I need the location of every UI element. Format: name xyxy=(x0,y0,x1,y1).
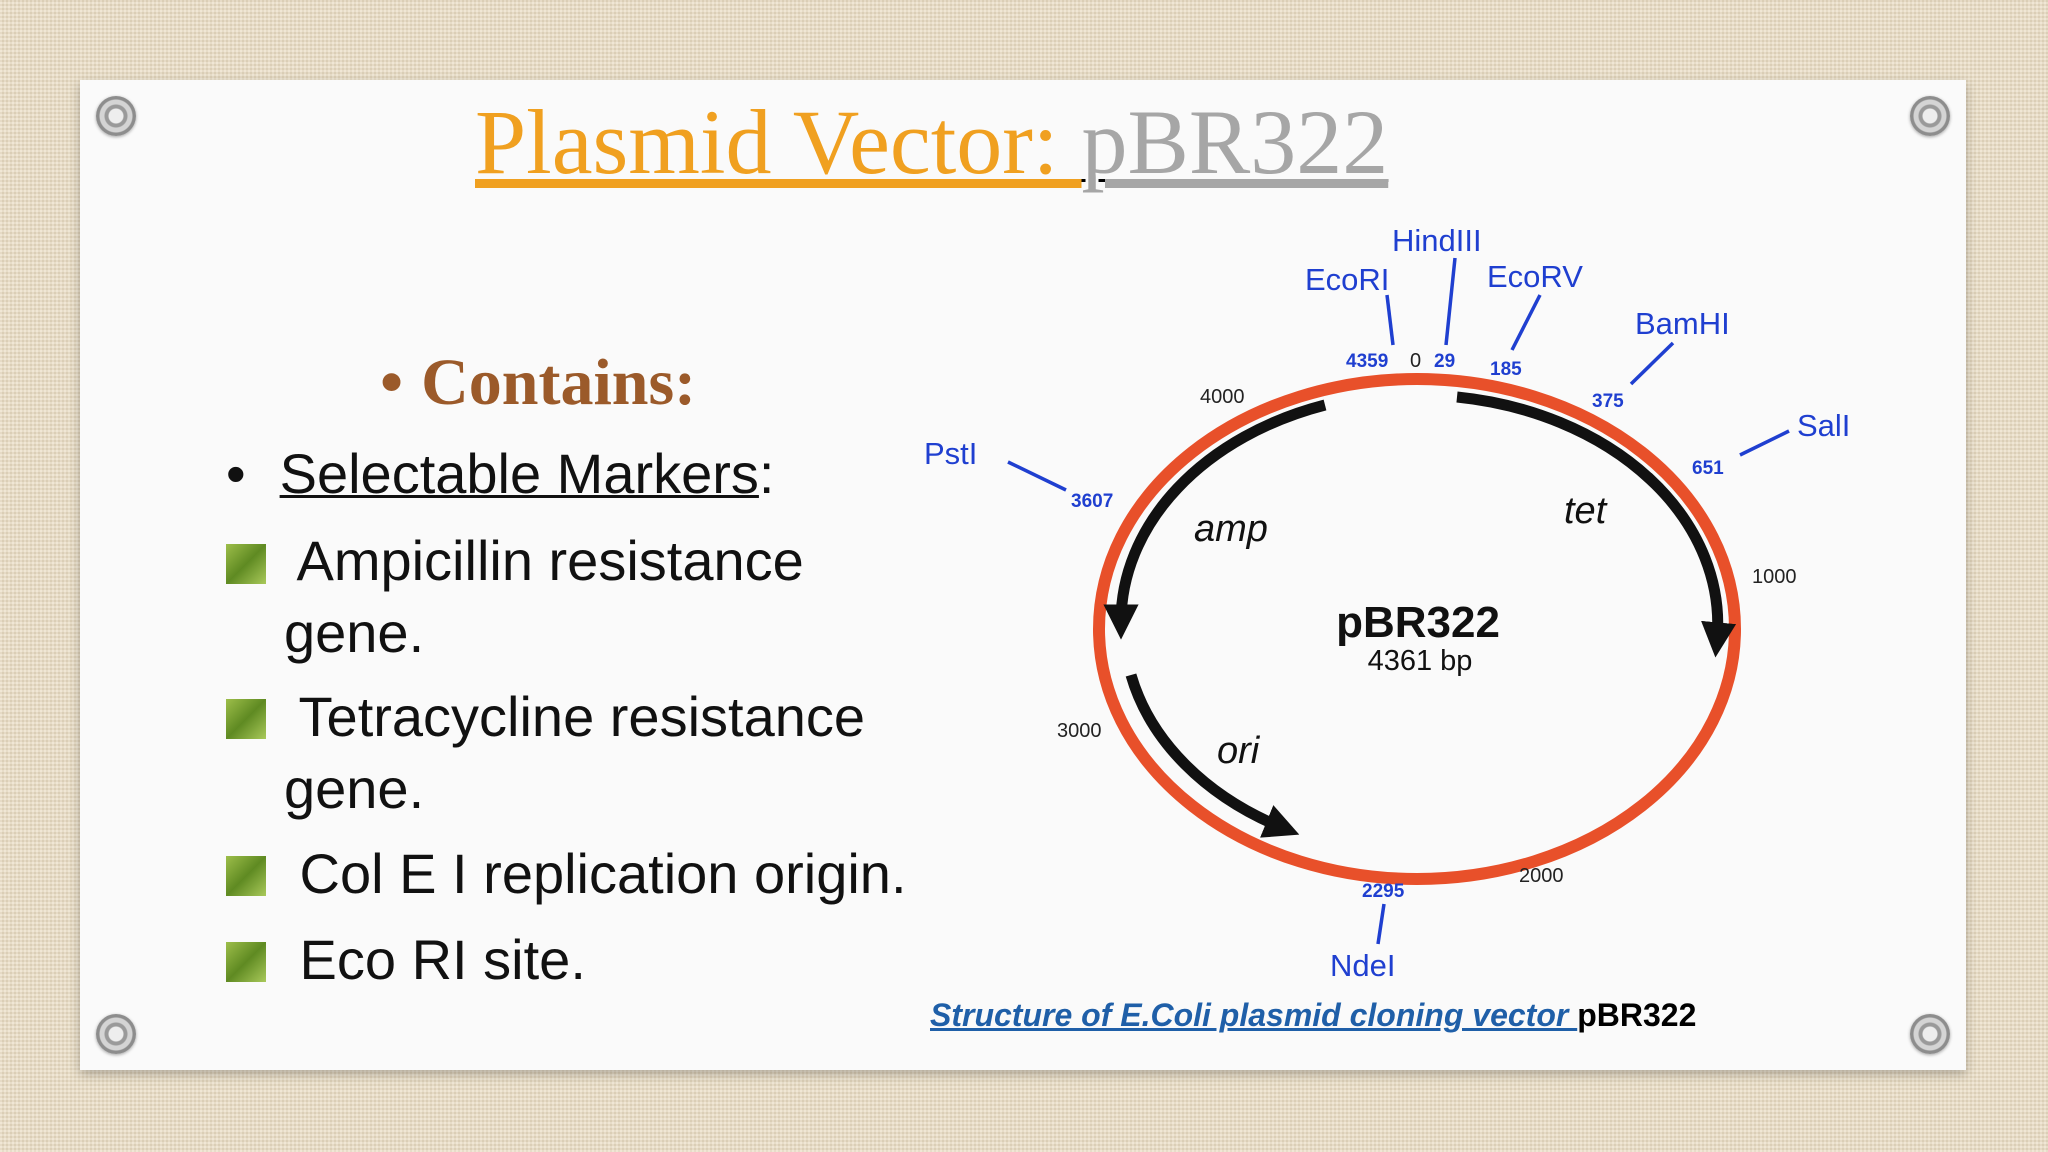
square-bullet-icon xyxy=(226,942,266,982)
selectable-markers-colon: : xyxy=(758,442,775,505)
site-pos-ndei: 2295 xyxy=(1362,881,1405,902)
screw-top-left-icon xyxy=(96,96,136,136)
selectable-markers-label: Selectable Markers xyxy=(279,442,759,505)
site-pos-hindiii: 29 xyxy=(1434,351,1455,372)
amp-arrow xyxy=(1103,399,1327,640)
site-label-psti: PstI xyxy=(924,436,977,471)
gene-label-tet: tet xyxy=(1564,490,1608,532)
square-bullet-icon xyxy=(226,699,266,739)
tick-3000: 3000 xyxy=(1057,720,1102,742)
site-label-ecorv: EcoRV xyxy=(1487,259,1583,294)
caption-link[interactable]: Structure of E.Coli plasmid cloning vect… xyxy=(930,997,1578,1033)
tick-labels: 0 1000 2000 3000 4000 xyxy=(1057,350,1797,887)
caption-vector-name: pBR322 xyxy=(1577,997,1697,1033)
plasmid-name: pBR322 xyxy=(1336,598,1500,647)
tick-0: 0 xyxy=(1410,350,1421,372)
screw-bottom-left-icon xyxy=(96,1014,136,1054)
list-item-continuation: gene. xyxy=(284,757,425,820)
site-label-hindiii: HindIII xyxy=(1392,223,1482,258)
site-labels: EcoRI HindIII EcoRV BamHI SalI PstI NdeI xyxy=(924,223,1850,983)
tick-1000: 1000 xyxy=(1752,566,1797,588)
gene-label-amp: amp xyxy=(1194,508,1268,550)
heading-bullet: • xyxy=(380,346,404,419)
tick-2000: 2000 xyxy=(1519,865,1564,887)
list-item: Ampicillin resistance xyxy=(284,529,804,592)
site-label-ecori: EcoRI xyxy=(1305,262,1389,297)
tick-4000: 4000 xyxy=(1200,386,1245,408)
figure-caption: Structure of E.Coli plasmid cloning vect… xyxy=(930,995,1696,1035)
list-item: Col E I replication origin. xyxy=(284,842,907,905)
site-pos-ecori: 4359 xyxy=(1346,351,1388,372)
screw-top-right-icon xyxy=(1910,96,1950,136)
plasmid-map: EcoRI HindIII EcoRV BamHI SalI PstI NdeI… xyxy=(924,223,1850,983)
plasmid-size: 4361 bp xyxy=(1368,645,1473,677)
site-label-sali: SalI xyxy=(1797,408,1850,443)
selectable-markers-line: • Selectable Markers: xyxy=(226,438,774,510)
contains-heading: •Contains: xyxy=(380,345,696,421)
tet-arrow xyxy=(1456,391,1737,658)
gene-label-ori: ori xyxy=(1217,730,1261,772)
square-bullet-icon xyxy=(226,544,266,584)
list-item: Eco RI site. xyxy=(284,928,586,991)
site-pos-sali: 651 xyxy=(1692,458,1724,479)
site-lines xyxy=(1007,257,1790,945)
site-label-bamhi: BamHI xyxy=(1635,306,1730,341)
title-prefix: Plasmid Vector: xyxy=(475,91,1082,193)
site-pos-bamhi: 375 xyxy=(1592,391,1624,412)
site-positions: 4359 29 185 375 651 3607 2295 xyxy=(1071,351,1724,902)
site-label-ndei: NdeI xyxy=(1330,948,1395,983)
contains-heading-text: Contains: xyxy=(421,346,697,419)
square-bullet-icon xyxy=(226,856,266,896)
slide-card xyxy=(80,80,1966,1070)
title-vector-name: pBR322 xyxy=(1081,91,1389,193)
selectable-bullet: • xyxy=(226,442,246,505)
slide-title: Plasmid Vector: pBR322 xyxy=(475,94,1388,191)
site-pos-psti: 3607 xyxy=(1071,491,1113,512)
list-item-continuation: gene. xyxy=(284,601,425,664)
screw-bottom-right-icon xyxy=(1910,1014,1950,1054)
site-pos-ecorv: 185 xyxy=(1490,359,1522,380)
list-item: Tetracycline resistance xyxy=(284,685,865,748)
ori-arrow xyxy=(1125,673,1300,838)
gene-labels: amp tet ori xyxy=(1194,490,1608,772)
